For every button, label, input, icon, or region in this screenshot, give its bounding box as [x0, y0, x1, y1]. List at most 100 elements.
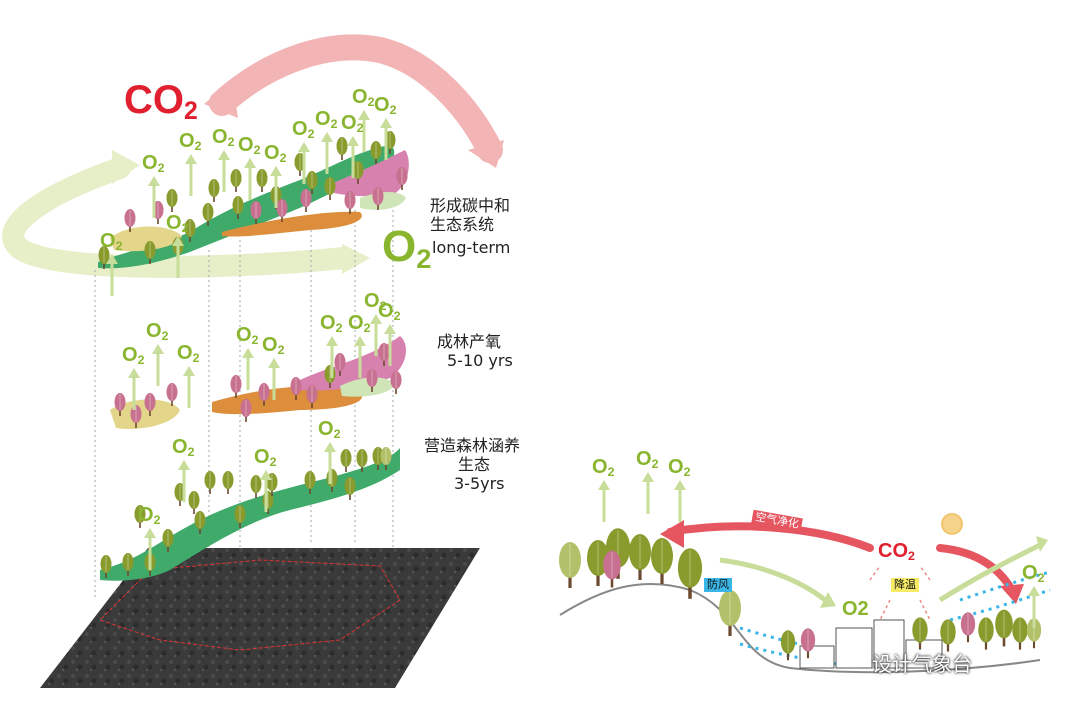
pink-arc-arrow	[209, 34, 503, 163]
green-tree-icon	[340, 449, 352, 472]
green-wind-arrow-right	[938, 542, 1042, 603]
pink-tree-icon	[800, 628, 816, 659]
green-tree-icon	[134, 505, 146, 528]
heat-dashed-arrows	[869, 565, 931, 621]
green-tree-icon	[380, 447, 392, 470]
o2-upward-arrows	[106, 110, 1040, 628]
layer2-lightgreen-patch	[340, 377, 395, 397]
pink-tree-icon	[960, 612, 976, 643]
green-tree-icon	[166, 189, 178, 212]
o2-label: O2	[238, 134, 261, 158]
o2-label: O2	[262, 334, 285, 358]
layer1-pink-band	[330, 150, 409, 197]
green-tree-icon	[629, 534, 651, 580]
layer3-green-band	[100, 448, 400, 581]
green-tree-icon	[719, 590, 741, 636]
sun-icon	[941, 513, 963, 535]
green-tree-icon	[234, 505, 246, 528]
pink-tree-icon	[372, 187, 384, 210]
cooling-tag: 降温	[891, 578, 919, 592]
green-tree-icon	[352, 161, 364, 184]
green-tree-icon	[370, 141, 382, 164]
o2-label: O2	[146, 320, 169, 344]
pink-tree-icon	[166, 383, 178, 406]
o2-label: O2	[364, 290, 387, 314]
stage2-label: 成林产氧 5-10 yrs	[437, 332, 513, 370]
green-tree-icon	[306, 171, 318, 194]
green-tree-icon	[344, 477, 356, 500]
green-tree-icon	[912, 617, 928, 650]
pink-tree-icon	[396, 167, 408, 190]
green-tree-icon	[256, 169, 268, 192]
o2-big-label: O2	[382, 222, 432, 274]
o2-label: O2	[636, 448, 659, 472]
green-tree-icon	[978, 617, 994, 650]
green-tree-icon	[677, 548, 703, 599]
green-tree-icon	[230, 169, 242, 192]
o2-label: O2	[292, 118, 315, 142]
pink-tree-icon	[240, 399, 252, 422]
pink-tree-icon	[366, 369, 378, 392]
pink-tree-icon	[144, 393, 156, 416]
green-tree-icon	[204, 471, 216, 494]
co2-right-arrowhead	[1000, 584, 1024, 604]
o2-label: O2	[142, 152, 165, 176]
layer1-lightgreen-patch	[360, 192, 406, 210]
right-panel-hillside	[559, 583, 1041, 674]
o2-label: O2	[592, 456, 615, 480]
o2-label: O2	[348, 312, 371, 336]
green-tree-icon	[356, 449, 368, 472]
pink-tree-icon	[250, 201, 262, 224]
o2-label: O2	[378, 300, 401, 324]
green-tree-icon	[122, 553, 134, 576]
pink-tree-icon	[390, 371, 402, 394]
o2-plain-label: O2	[842, 598, 869, 620]
green-tree-icon	[98, 246, 110, 269]
green-tree-icon	[995, 609, 1013, 647]
green-wind-arrow-left	[719, 557, 827, 602]
pink-tree-icon	[334, 353, 346, 376]
green-tree-icon	[1012, 617, 1028, 650]
right-panel-trees	[559, 528, 1042, 661]
stage1-duration: long-term	[432, 238, 511, 257]
o2-label: O2	[264, 142, 287, 166]
pink-tree-icon	[603, 550, 621, 588]
green-tree-icon	[188, 491, 200, 514]
co2-main-label: CO2	[124, 78, 198, 126]
green-tree-icon	[208, 179, 220, 202]
co2-right-red-arrow	[936, 544, 1016, 594]
o2-label: O2	[1022, 562, 1045, 586]
green-tree-icon	[780, 630, 796, 661]
green-tree-icon	[162, 529, 174, 552]
o2-label: O2	[254, 446, 277, 470]
stage3-label: 营造森林涵养 生态 3-5yrs	[424, 436, 521, 493]
o2-label: O2	[341, 112, 364, 136]
green-wind-arrowhead-right	[1036, 536, 1048, 552]
o2-label: O2	[100, 230, 123, 254]
layer1-green-band	[98, 145, 395, 269]
site-boundary	[99, 559, 401, 651]
green-tree-icon	[304, 471, 316, 494]
o2-label: O2	[320, 312, 343, 336]
green-tree-icon	[222, 471, 234, 494]
green-tree-icon	[232, 196, 244, 219]
o2-label: O2	[212, 126, 235, 150]
o2-label: O2	[138, 504, 161, 528]
pink-tree-icon	[276, 199, 288, 222]
layer1-orange-band	[222, 211, 362, 237]
green-tree-icon	[651, 538, 673, 584]
pink-tree-icon	[258, 383, 270, 406]
o2-label: O2	[318, 418, 341, 442]
green-wind-arrowhead-left	[820, 592, 836, 608]
pink-tree-icon	[378, 343, 390, 366]
pale-green-arrowhead-top	[112, 150, 140, 184]
windbreak-tag: 防风	[704, 578, 732, 592]
pale-green-arrowhead-bottom	[342, 244, 370, 274]
green-tree-icon	[1026, 618, 1042, 649]
pale-green-swirl-arrow	[2, 157, 356, 278]
green-tree-icon	[336, 137, 348, 160]
green-tree-icon	[100, 555, 112, 578]
pink-arrowhead-right	[468, 140, 504, 168]
